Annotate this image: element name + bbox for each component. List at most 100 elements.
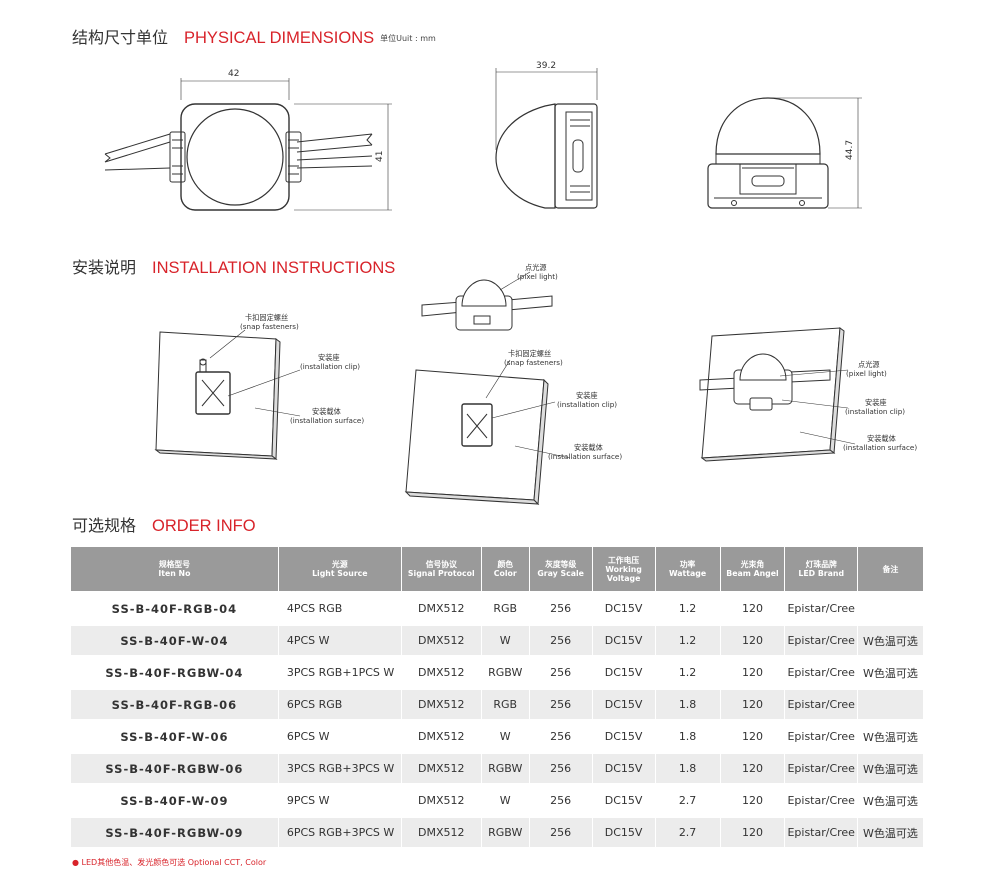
column-header-cn: 信号协议 <box>425 560 457 569</box>
table-cell <box>857 690 923 722</box>
column-header-en: Color <box>493 569 517 578</box>
table-cell: DMX512 <box>401 754 482 786</box>
installation-diagram-2 <box>404 271 571 506</box>
column-header-en: Wattage <box>668 569 707 578</box>
table-cell: 120 <box>720 626 786 658</box>
dimension-total-height: 44.7 <box>845 140 855 160</box>
callout-clip-cn: 安装座 <box>318 353 340 362</box>
table-cell: 1.8 <box>655 754 721 786</box>
table-cell: 1.2 <box>655 658 721 690</box>
front-view-drawing <box>104 78 392 211</box>
table-cell: W色温可选 <box>857 626 923 658</box>
table-cell: DC15V <box>592 818 656 850</box>
unit-label: 单位Uuit : mm <box>380 34 436 43</box>
dimension-width: 42 <box>228 69 239 79</box>
table-cell: DMX512 <box>401 786 482 818</box>
table-cell: 6PCS W <box>278 722 402 754</box>
column-header-en: Beam Angel <box>726 569 779 578</box>
table-cell: 6PCS RGB <box>278 690 402 722</box>
table-cell: 256 <box>529 658 593 690</box>
table-cell: 256 <box>529 690 593 722</box>
model-cell: SS-B-40F-W-04 <box>71 626 279 658</box>
model-cell: SS-B-40F-RGB-04 <box>71 594 279 626</box>
table-cell: 3PCS RGB+1PCS W <box>278 658 402 690</box>
section-title-cn: 可选规格 <box>72 516 137 535</box>
callout-snap-en: (snap fasteners) <box>504 358 563 367</box>
table-cell: W色温可选 <box>857 658 923 690</box>
table-cell: W色温可选 <box>857 786 923 818</box>
table-cell: RGBW <box>481 658 530 690</box>
table-cell: 256 <box>529 722 593 754</box>
table-cell: 120 <box>720 818 786 850</box>
column-header-cn: 灯珠品牌 <box>805 560 837 569</box>
table-cell: DMX512 <box>401 658 482 690</box>
column-header-en: Light Source <box>312 569 368 578</box>
callout-surface-en: (installation surface) <box>290 416 364 425</box>
column-header-en: Iten No <box>158 569 191 578</box>
callout-pixel-en: (pixel light) <box>517 272 558 281</box>
model-cell: SS-B-40F-RGBW-04 <box>71 658 279 690</box>
table-cell: DC15V <box>592 722 656 754</box>
column-header-en: Working Voltage <box>605 564 642 583</box>
table-cell: 256 <box>529 818 593 850</box>
table-cell: 2.7 <box>655 786 721 818</box>
table-cell: RGB <box>481 594 530 626</box>
table-cell: RGB <box>481 690 530 722</box>
callout-snap-en: (snap fasteners) <box>240 322 299 331</box>
model-cell: SS-B-40F-W-09 <box>71 786 279 818</box>
callout-pixel-cn: 点光源 <box>525 263 547 272</box>
table-cell: 4PCS W <box>278 626 402 658</box>
table-cell: W色温可选 <box>857 722 923 754</box>
table-cell: DC15V <box>592 786 656 818</box>
table-cell: Epistar/Cree <box>785 818 858 850</box>
table-cell: W <box>481 722 530 754</box>
technical-drawings: 42 41 39.2 44.7 卡扣固定螺丝 (snap fasteners) … <box>104 61 917 506</box>
table-cell: 256 <box>529 626 593 658</box>
callout-snap-cn: 卡扣固定螺丝 <box>245 313 288 322</box>
footnote: ● LED其他色温、发光颜色可选 Optional CCT, Color <box>72 858 267 867</box>
section-title-en: INSTALLATION INSTRUCTIONS <box>152 259 396 277</box>
table-cell: 120 <box>720 786 786 818</box>
column-header-cn: 功率 <box>679 560 696 569</box>
column-header: 备注 <box>857 547 923 594</box>
table-cell: Epistar/Cree <box>785 626 858 658</box>
table-cell: 120 <box>720 658 786 690</box>
table-cell: W <box>481 786 530 818</box>
callout-pixel-en: (pixel light) <box>846 369 887 378</box>
table-cell: DMX512 <box>401 690 482 722</box>
column-header-en: LED Brand <box>798 569 845 578</box>
table-cell: Epistar/Cree <box>785 722 858 754</box>
table-cell: 256 <box>529 786 593 818</box>
table-cell: DMX512 <box>401 722 482 754</box>
table-cell: 1.8 <box>655 690 721 722</box>
callout-clip-en: (installation clip) <box>300 362 360 371</box>
table-cell: Epistar/Cree <box>785 754 858 786</box>
column-header-cn: 颜色 <box>497 560 514 569</box>
column-header-en: Gray Scale <box>537 569 584 578</box>
callout-surface-en: (installation surface) <box>843 443 917 452</box>
installation-diagram-3 <box>699 327 856 462</box>
table-cell: 120 <box>720 754 786 786</box>
callout-clip-en: (installation clip) <box>557 400 617 409</box>
table-cell: DMX512 <box>401 626 482 658</box>
table-cell: Epistar/Cree <box>785 690 858 722</box>
table-cell: 120 <box>720 722 786 754</box>
column-header-cn: 备注 <box>882 564 899 574</box>
model-cell: SS-B-40F-W-06 <box>71 722 279 754</box>
callout-surface-cn: 安装载体 <box>867 434 896 443</box>
installation-diagram-1 <box>154 329 301 460</box>
table-cell: DC15V <box>592 754 656 786</box>
